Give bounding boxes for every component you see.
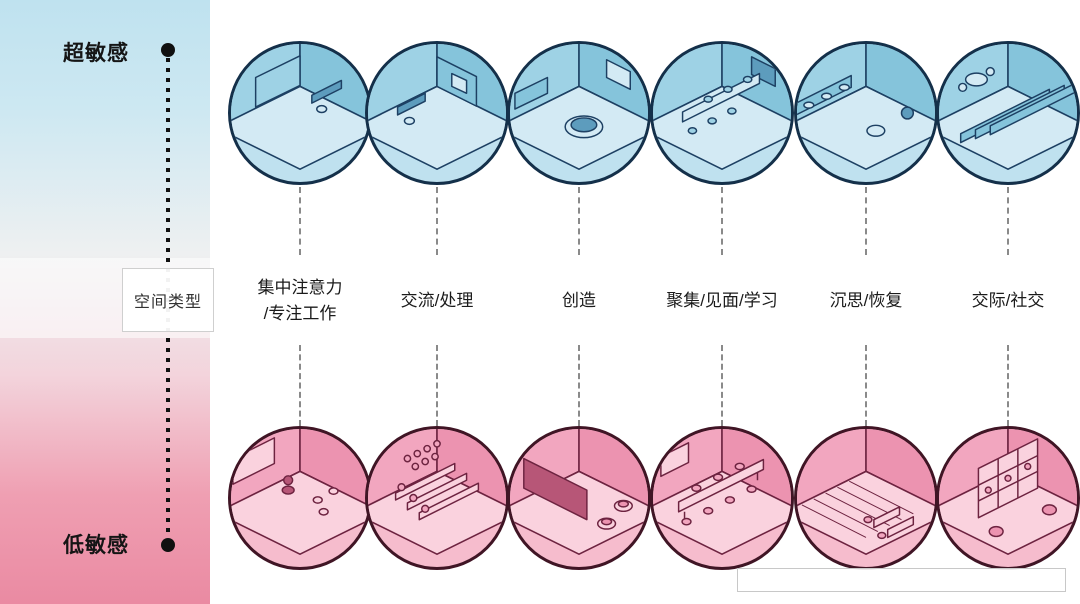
top-space-circle-3 <box>507 41 651 185</box>
long-table-room-icon <box>653 429 791 555</box>
label-line: 聚集/见面/学习 <box>666 290 778 310</box>
axis-bottom-dot-icon <box>161 538 175 552</box>
bottom-space-circle-1 <box>228 426 372 570</box>
bottom-space-circle-2 <box>365 426 509 570</box>
top-space-circle-6 <box>936 41 1080 185</box>
reflection-room-icon <box>797 44 935 170</box>
creation-room-icon <box>510 44 648 170</box>
caption-box <box>737 568 1066 592</box>
connector-line <box>578 345 580 426</box>
presentation-room-icon <box>231 429 369 555</box>
bottom-space-circle-5 <box>794 426 938 570</box>
top-space-circle-1 <box>228 41 372 185</box>
connector-line <box>865 187 867 255</box>
connector-line <box>1007 187 1009 255</box>
connector-line <box>1007 345 1009 426</box>
bottom-space-circle-4 <box>650 426 794 570</box>
social-stairs-room-icon <box>939 44 1077 170</box>
space-type-label-box: 空间类型 <box>122 268 214 332</box>
exchange-room-icon <box>368 44 506 170</box>
axis-top-label: 超敏感 <box>63 42 129 65</box>
label-line: 沉思/恢复 <box>829 290 903 310</box>
label-line: 交际/社交 <box>971 290 1045 310</box>
label-line: 交流/处理 <box>400 290 474 310</box>
bottom-space-circle-3 <box>507 426 651 570</box>
connector-line <box>721 187 723 255</box>
connector-line <box>299 345 301 426</box>
space-category-label-4: 聚集/见面/学习 <box>647 270 797 332</box>
top-space-circle-2 <box>365 41 509 185</box>
media-room-icon <box>510 429 648 555</box>
axis-top-dot-icon <box>161 43 175 57</box>
connector-line <box>299 187 301 255</box>
space-category-label-2: 交流/处理 <box>362 270 512 332</box>
top-space-circle-5 <box>794 41 938 185</box>
space-category-label-5: 沉思/恢复 <box>791 270 941 332</box>
bottom-space-circle-6 <box>936 426 1080 570</box>
space-category-label-1: 集中注意力 /专注工作 <box>225 270 375 332</box>
label-line: /专注工作 <box>263 304 337 323</box>
connector-line <box>436 345 438 426</box>
connector-line <box>578 187 580 255</box>
space-category-label-3: 创造 <box>504 270 654 332</box>
focus-work-room-icon <box>231 44 369 170</box>
label-line: 创造 <box>562 290 596 310</box>
space-type-label: 空间类型 <box>133 294 202 311</box>
lounge-shelves-room-icon <box>939 429 1077 555</box>
connector-line <box>436 187 438 255</box>
rest-room-icon <box>797 429 935 555</box>
top-space-circle-4 <box>650 41 794 185</box>
label-line: 集中注意力 <box>257 277 343 297</box>
open-office-room-icon <box>368 429 506 555</box>
axis-bottom-label: 低敏感 <box>63 534 129 557</box>
connector-line <box>865 345 867 426</box>
connector-line <box>721 345 723 426</box>
meeting-room-icon <box>653 44 791 170</box>
space-category-label-6: 交际/社交 <box>933 270 1080 332</box>
